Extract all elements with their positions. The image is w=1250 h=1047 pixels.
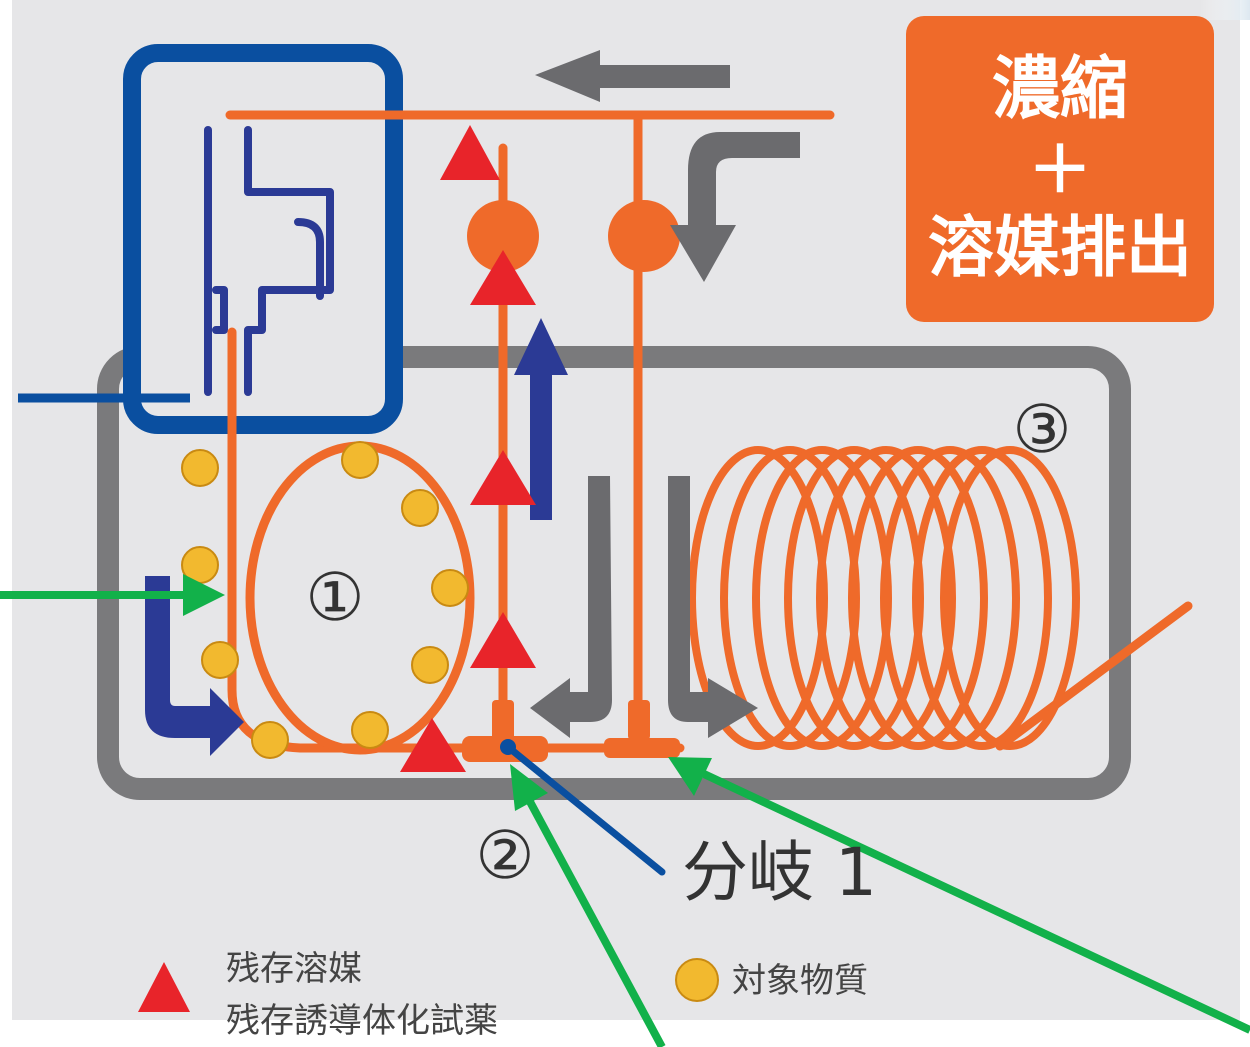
valve-left — [467, 200, 539, 272]
annotation-arrows — [0, 574, 1250, 1047]
label-3: ③ — [1012, 391, 1071, 468]
title-line-3: 溶媒排出 — [928, 209, 1192, 286]
label-1: ① — [305, 559, 364, 636]
process-title-box — [906, 16, 1214, 322]
legend-residual-solvent: 残存溶媒 — [226, 949, 362, 989]
branch-point — [500, 739, 516, 755]
injector-inner-lines — [204, 126, 334, 396]
legend-residual-reagent: 残存誘導体化試薬 — [226, 1001, 498, 1041]
legend-target-substance: 対象物質 — [732, 961, 868, 1001]
blue-flow-arrows — [145, 318, 568, 756]
legend-circle-symbol — [675, 958, 719, 1002]
junctions — [462, 700, 680, 762]
valve-right — [608, 200, 680, 272]
branch-label: 分岐 1 — [682, 834, 877, 911]
gray-flow-arrows — [530, 50, 800, 738]
title-line-2: ＋ — [1028, 134, 1092, 208]
label-2: ② — [475, 817, 534, 894]
capillary-coil — [688, 446, 1080, 750]
injector-box — [123, 44, 403, 434]
branch-pointer-line — [504, 743, 666, 876]
legend-triangle-symbol — [138, 962, 190, 1012]
corner-shade — [1200, 0, 1250, 20]
target-substance-dots — [181, 441, 469, 759]
residual-triangles — [400, 125, 536, 772]
title-line-1: 濃縮 — [992, 50, 1128, 129]
